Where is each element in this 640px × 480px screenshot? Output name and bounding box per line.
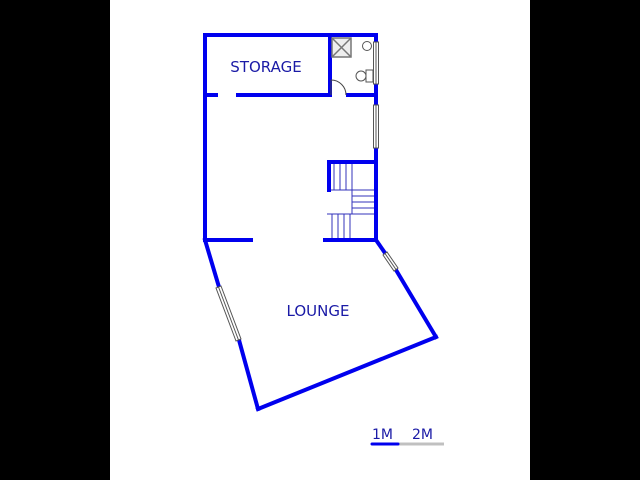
stairs-icon — [327, 164, 374, 238]
room-label-storage: STORAGE — [230, 58, 301, 76]
shower-icon — [331, 37, 352, 58]
door-icon — [330, 79, 347, 96]
room-label-lounge: LOUNGE — [287, 302, 350, 320]
floor-plan-canvas — [110, 0, 530, 480]
scale-label-2m: 2M — [412, 427, 433, 443]
scale-label-1m: 1M — [372, 427, 393, 443]
basin-icon — [362, 41, 372, 51]
toilet-icon — [355, 69, 374, 83]
windows — [215, 41, 399, 342]
walls — [202, 33, 439, 412]
